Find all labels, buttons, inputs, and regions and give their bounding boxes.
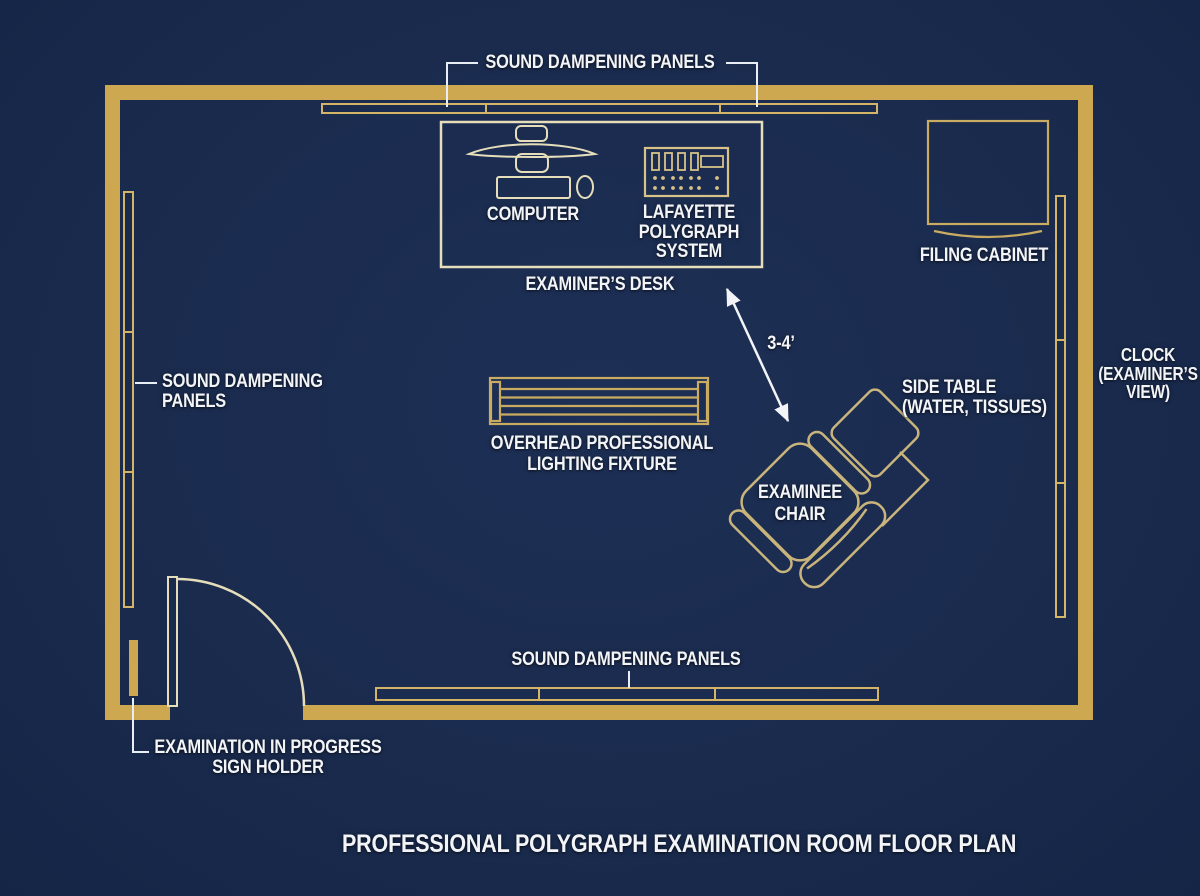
chair-backrest <box>799 501 887 589</box>
label-distance: 3-4’ <box>767 333 795 354</box>
keyboard <box>496 176 571 199</box>
device-dots <box>653 176 719 190</box>
top-label-bracket-right <box>726 62 758 107</box>
monitor-stand-top <box>515 125 548 142</box>
label-examiners-desk: EXAMINER’S DESK <box>525 274 675 295</box>
panel-strip-top <box>321 103 878 114</box>
label-lighting-fixture: OVERHEAD PROFESSIONAL LIGHTING FIXTURE <box>490 433 714 475</box>
device-slot <box>664 152 673 171</box>
label-sound-panels-left: SOUND DAMPENING PANELS <box>162 371 323 412</box>
wall-bottom-left-stub <box>105 705 170 720</box>
computer-drawing <box>465 125 599 199</box>
label-polygraph-system: LAFAYETTE POLYGRAPH SYSTEM <box>638 202 740 262</box>
panel-strip-right <box>1055 195 1066 618</box>
chair-armrest <box>807 430 872 495</box>
door-drawing <box>167 576 306 707</box>
side-table-drawing <box>830 388 930 527</box>
device-slot <box>677 152 686 171</box>
wall-left <box>105 100 120 720</box>
device-display <box>700 155 724 168</box>
room-walls <box>105 85 1093 720</box>
sign-holder <box>129 640 138 696</box>
examiners-desk <box>439 120 764 269</box>
distance-arrow <box>725 287 790 423</box>
polygraph-device <box>643 146 730 198</box>
sound-panel-strips <box>123 103 1066 701</box>
panel-strip-bottom <box>375 687 879 701</box>
examinee-chair-drawing <box>728 430 887 589</box>
device-slot <box>651 152 660 171</box>
top-label-bracket-left <box>446 62 478 107</box>
fixture-end-cap <box>489 380 502 423</box>
label-clock: CLOCK (EXAMINER’S VIEW) <box>1098 345 1198 402</box>
wall-top <box>105 85 1093 100</box>
wall-bottom <box>303 705 1093 720</box>
wall-right <box>1078 100 1093 720</box>
label-sound-panels-top: SOUND DAMPENING PANELS <box>485 52 715 73</box>
panel-strip-left <box>123 191 134 608</box>
sign-label-leader <box>132 698 149 753</box>
chair-back-cushion-line <box>806 508 868 570</box>
page-title: PROFESSIONAL POLYGRAPH EXAMINATION ROOM … <box>342 830 1017 858</box>
fixture-end-cap <box>696 380 709 423</box>
monitor-stand-base <box>515 153 549 173</box>
lighting-fixture-drawing <box>488 376 710 426</box>
label-examinee-chair: EXAMINEE CHAIR <box>758 482 842 525</box>
cabinet-front-curve <box>933 229 1043 239</box>
label-filing-cabinet: FILING CABINET <box>919 245 1049 266</box>
label-computer: COMPUTER <box>486 204 580 225</box>
label-sign-holder: EXAMINATION IN PROGRESS SIGN HOLDER <box>154 737 382 778</box>
label-sound-panels-bottom: SOUND DAMPENING PANELS <box>511 649 741 670</box>
label-side-table: SIDE TABLE (WATER, TISSUES) <box>902 377 1047 418</box>
mouse <box>576 175 594 199</box>
monitor-screen <box>465 143 599 158</box>
callout-lines <box>132 62 758 753</box>
door-leaf <box>167 576 178 707</box>
device-slot <box>690 152 699 171</box>
chair-armrest <box>728 509 793 574</box>
filing-cabinet-drawing <box>926 119 1050 239</box>
door-swing-arc <box>176 577 306 707</box>
side-table-edge <box>881 451 930 527</box>
